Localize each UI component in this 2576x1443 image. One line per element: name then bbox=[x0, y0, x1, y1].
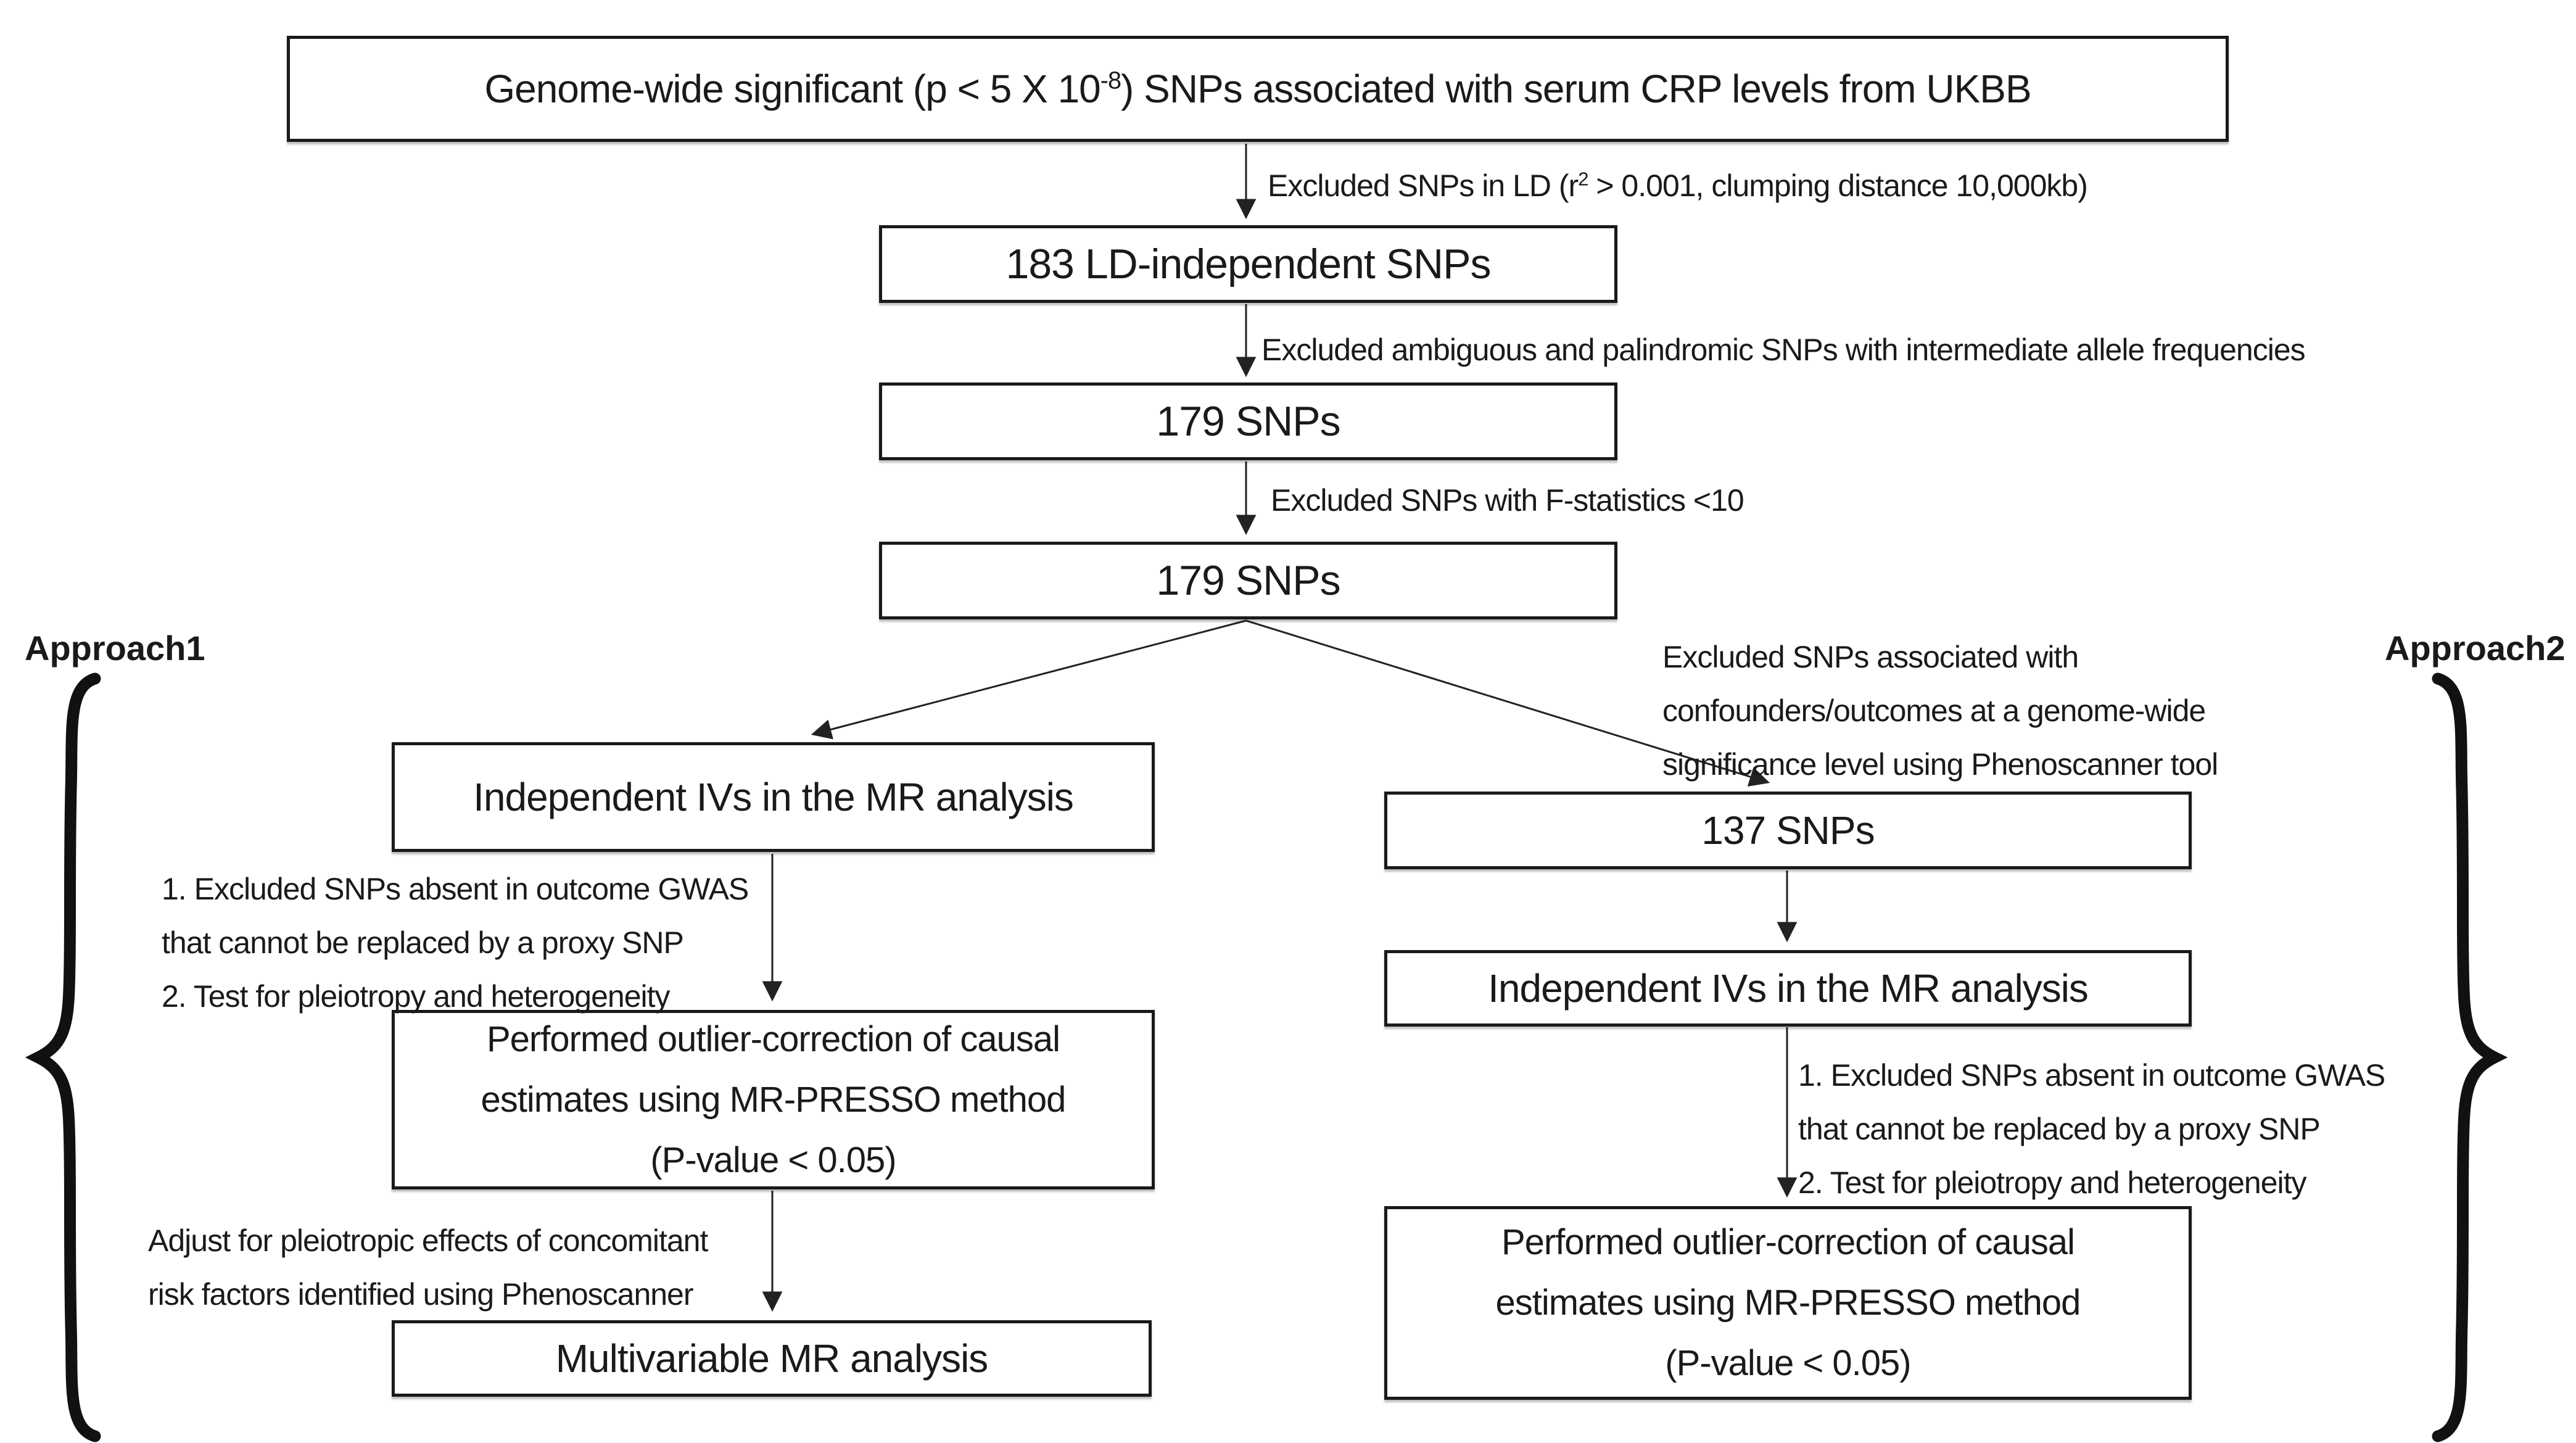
edge-label-fstat: Excluded SNPs with F-statistics <10 bbox=[1271, 483, 1744, 518]
edge-label-ld-pre: Excluded SNPs in LD (r bbox=[1268, 168, 1579, 203]
node-183-text: 183 LD-independent SNPs bbox=[1005, 241, 1492, 287]
arrow-179b-to-ivs-left bbox=[811, 619, 1247, 740]
right-brace-path bbox=[2432, 672, 2508, 1442]
edge-label-adjust-left: Adjust for pleiotropic effects of concom… bbox=[148, 1223, 708, 1312]
node-183-ld-independent: 183 LD-independent SNPs bbox=[879, 225, 1617, 303]
approach1-brace bbox=[25, 672, 101, 1442]
node-179-snps-b: 179 SNPs bbox=[879, 542, 1617, 619]
node-genome-wide-snps-text: Genome-wide significant (p < 5 X 10-8) S… bbox=[484, 66, 2031, 112]
edge-label-steps-right: 1. Excluded SNPs absent in outcome GWAS … bbox=[1798, 1058, 2385, 1200]
edge-label-ld-sup: 2 bbox=[1578, 168, 1588, 190]
edge-label-ld-post: > 0.001, clumping distance 10,000kb) bbox=[1588, 168, 2088, 203]
edge-label-phenoscanner-right: Excluded SNPs associated with confounder… bbox=[1662, 640, 2218, 782]
node-top-text-post: ) SNPs associated with serum CRP levels … bbox=[1121, 67, 2032, 111]
node-presso-right-text: Performed outlier-correction of causal e… bbox=[1495, 1222, 2081, 1383]
node-ivs-left-text: Independent IVs in the MR analysis bbox=[473, 775, 1074, 819]
approach2-label: Approach2 bbox=[2385, 629, 2566, 668]
node-top-text-pre: Genome-wide significant (p < 5 X 10 bbox=[484, 67, 1100, 111]
node-179-snps-a: 179 SNPs bbox=[879, 382, 1617, 460]
edge-label-steps-left: 1. Excluded SNPs absent in outcome GWAS … bbox=[162, 872, 749, 1014]
left-brace-path bbox=[25, 672, 101, 1442]
node-mr-presso-right: Performed outlier-correction of causal e… bbox=[1384, 1206, 2192, 1400]
node-ivs-right-text: Independent IVs in the MR analysis bbox=[1488, 966, 2089, 1011]
node-genome-wide-snps: Genome-wide significant (p < 5 X 10-8) S… bbox=[287, 36, 2229, 142]
edge-label-ld-clumping: Excluded SNPs in LD (r2 > 0.001, clumpin… bbox=[1268, 159, 2088, 213]
node-multivariable-text: Multivariable MR analysis bbox=[555, 1336, 989, 1381]
node-top-text-sup: -8 bbox=[1100, 67, 1121, 94]
node-independent-ivs-left: Independent IVs in the MR analysis bbox=[392, 742, 1155, 852]
node-presso-left-text: Performed outlier-correction of causal e… bbox=[481, 1019, 1067, 1180]
node-179a-text: 179 SNPs bbox=[1156, 398, 1340, 445]
node-179b-text: 179 SNPs bbox=[1156, 557, 1340, 604]
node-multivariable-mr: Multivariable MR analysis bbox=[392, 1320, 1152, 1397]
approach2-brace bbox=[2432, 672, 2508, 1442]
node-mr-presso-left: Performed outlier-correction of causal e… bbox=[392, 1010, 1155, 1189]
approach1-label: Approach1 bbox=[25, 629, 205, 668]
node-137-snps: 137 SNPs bbox=[1384, 792, 2192, 869]
arrow-179b-to-137 bbox=[1245, 619, 1770, 787]
node-independent-ivs-right: Independent IVs in the MR analysis bbox=[1384, 950, 2192, 1027]
edge-label-palindromic: Excluded ambiguous and palindromic SNPs … bbox=[1261, 333, 2306, 367]
node-137-text: 137 SNPs bbox=[1701, 808, 1875, 853]
